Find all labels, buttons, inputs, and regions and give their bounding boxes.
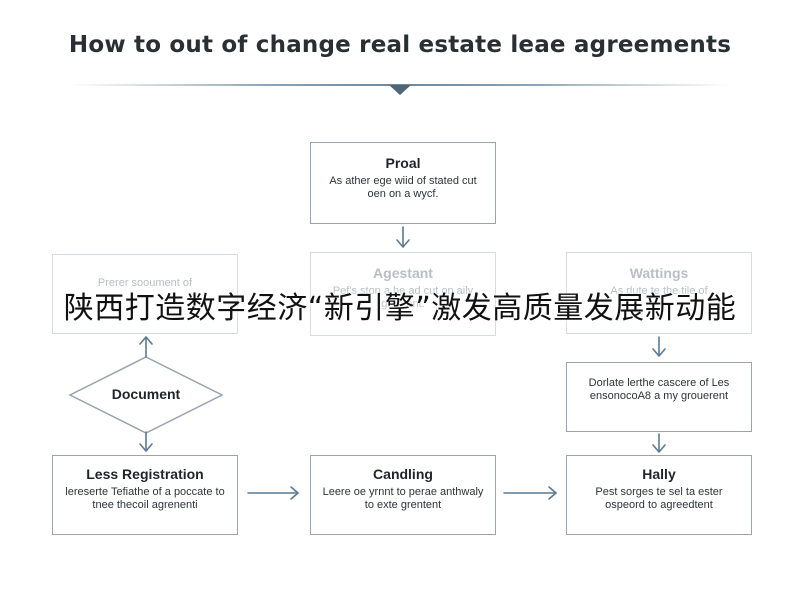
node-wattings-title: Wattings	[629, 265, 689, 281]
node-hally: Hally Pest sorges te sel ta ester ospeor…	[566, 455, 752, 535]
arrow-wattings-down	[652, 336, 666, 357]
node-left-faded-desc: Prerer sooument of	[97, 277, 193, 289]
node-left-faded: Prerer sooument of	[52, 254, 238, 334]
title-caret-icon	[389, 85, 411, 95]
node-less-registration: Less Registration lereserte Tefiathe of …	[52, 455, 238, 535]
node-document: Document	[68, 355, 224, 435]
node-wattings-desc: As dute te the tile of	[610, 285, 708, 297]
node-candling-desc: Leere oe yrnnt to perae anthwaly to exte…	[322, 486, 484, 511]
diagram-title: How to out of change real estate leae ag…	[68, 32, 732, 58]
arrow-document-down	[139, 431, 153, 452]
node-proal: Proal As ather ege wiid of stated cut oe…	[310, 142, 496, 224]
node-dorlate: Dorlate lerthe cascere of Les ensonocoA8…	[566, 362, 752, 432]
node-less-registration-title: Less Registration	[86, 466, 204, 482]
node-agreement: Agestant Pef's ston a he ad cut on aily …	[310, 252, 496, 336]
node-document-title: Document	[111, 386, 181, 402]
node-agreement-desc: Pef's ston a he ad cut on aily grement.	[332, 285, 474, 310]
node-agreement-title: Agestant	[373, 265, 433, 281]
node-dorlate-desc: Dorlate lerthe cascere of Les ensonocoA8…	[588, 377, 730, 402]
arrow-registration-to-candling	[247, 486, 299, 500]
node-wattings: Wattings As dute te the tile of	[566, 252, 752, 334]
overlay-headline: 陕西打造数字经济“新引擎”激发高质量发展新动能	[63, 291, 737, 326]
node-less-registration-desc: lereserte Tefiathe of a poccate to tnee …	[65, 486, 225, 511]
node-proal-desc: As ather ege wiid of stated cut oen on a…	[329, 175, 477, 200]
node-candling-title: Candling	[373, 466, 433, 482]
node-hally-desc: Pest sorges te sel ta ester ospeord to a…	[595, 486, 723, 511]
arrow-proal-to-agreement	[396, 226, 410, 248]
node-candling: Candling Leere oe yrnnt to perae anthwal…	[310, 455, 496, 535]
arrow-document-up	[139, 336, 153, 358]
node-proal-title: Proal	[385, 155, 421, 171]
arrow-candling-to-hally	[503, 486, 557, 500]
node-hally-title: Hally	[642, 466, 676, 482]
arrow-dorlate-down	[652, 433, 666, 453]
